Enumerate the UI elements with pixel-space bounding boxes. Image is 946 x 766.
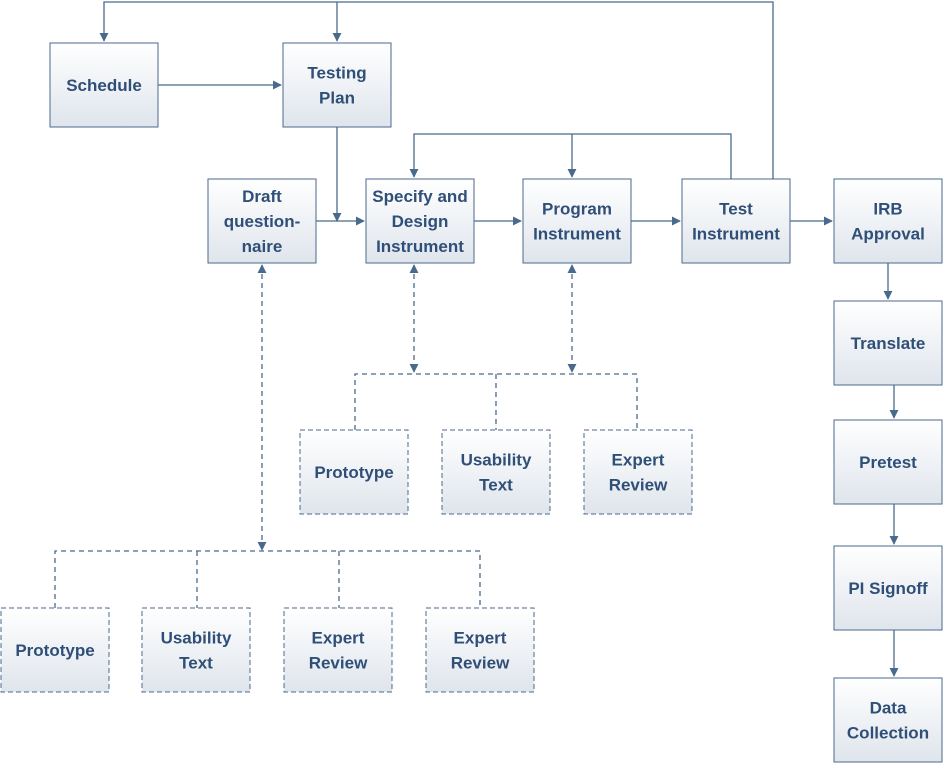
node-box <box>522 178 632 264</box>
node-box <box>299 429 409 515</box>
node-label-line: Expert <box>454 629 507 648</box>
node-label-line: Schedule <box>66 76 142 95</box>
node-schedule: Schedule <box>49 42 159 128</box>
node-label-line: Draft <box>242 187 282 206</box>
node-box <box>833 419 943 505</box>
node-label-line: Prototype <box>15 641 94 660</box>
node-label-line: Instrument <box>533 225 621 244</box>
node-box <box>833 178 943 264</box>
node-label-line: Usability <box>161 629 232 648</box>
node-pi-signoff: PI Signoff <box>833 545 943 631</box>
node-label-line: IRB <box>873 200 902 219</box>
edges-layer <box>54 1 899 677</box>
node-pretest: Pretest <box>833 419 943 505</box>
node-label-line: Review <box>609 476 668 495</box>
node-box <box>425 607 535 693</box>
node-label-line: Usability <box>461 451 532 470</box>
node-label-line: Test <box>719 200 753 219</box>
node-box <box>283 607 393 693</box>
node-label-line: Testing <box>307 64 366 83</box>
node-box <box>833 300 943 386</box>
node-label-line: Collection <box>847 724 929 743</box>
node-box <box>681 178 791 264</box>
node-box <box>49 42 159 128</box>
node-box <box>282 42 392 128</box>
node-box <box>833 545 943 631</box>
node-label-line: Plan <box>319 89 355 108</box>
node-label-line: Translate <box>851 334 926 353</box>
node-label-line: Text <box>479 476 513 495</box>
node-label-line: Instrument <box>692 225 780 244</box>
node-label-line: question- <box>224 212 301 231</box>
node-draft-questionnaire: Draft question-naire <box>207 178 317 264</box>
node-box <box>141 607 251 693</box>
node-label-line: Review <box>309 654 368 673</box>
node-label-line: Pretest <box>859 453 917 472</box>
node-label-line: Expert <box>612 451 665 470</box>
node-box <box>207 178 317 264</box>
node-label-line: Approval <box>851 225 925 244</box>
node-translate: Translate <box>833 300 943 386</box>
node-prototype-lower: Prototype <box>0 607 110 693</box>
node-label-line: Data <box>870 699 907 718</box>
node-box <box>583 429 693 515</box>
upper-review-bracket <box>354 373 638 430</box>
node-box <box>0 607 110 693</box>
node-box <box>441 429 551 515</box>
node-irb-approval: IRB Approval <box>833 178 943 264</box>
node-label-line: Text <box>179 654 213 673</box>
node-label-line: Specify and <box>372 187 467 206</box>
node-label-line: PI Signoff <box>848 579 928 598</box>
node-box <box>365 178 475 264</box>
node-label-line: Expert <box>312 629 365 648</box>
lower-review-bracket <box>54 550 481 608</box>
node-label-line: Program <box>542 200 612 219</box>
node-label-line: Review <box>451 654 510 673</box>
node-label-line: naire <box>242 237 283 256</box>
node-label-line: Prototype <box>314 463 393 482</box>
node-prototype-upper: Prototype <box>299 429 409 515</box>
node-box <box>833 677 943 763</box>
node-label-line: Instrument <box>376 237 464 256</box>
node-label-line: Design <box>392 212 449 231</box>
edge-test-feedback-to-schedule <box>99 1 774 179</box>
